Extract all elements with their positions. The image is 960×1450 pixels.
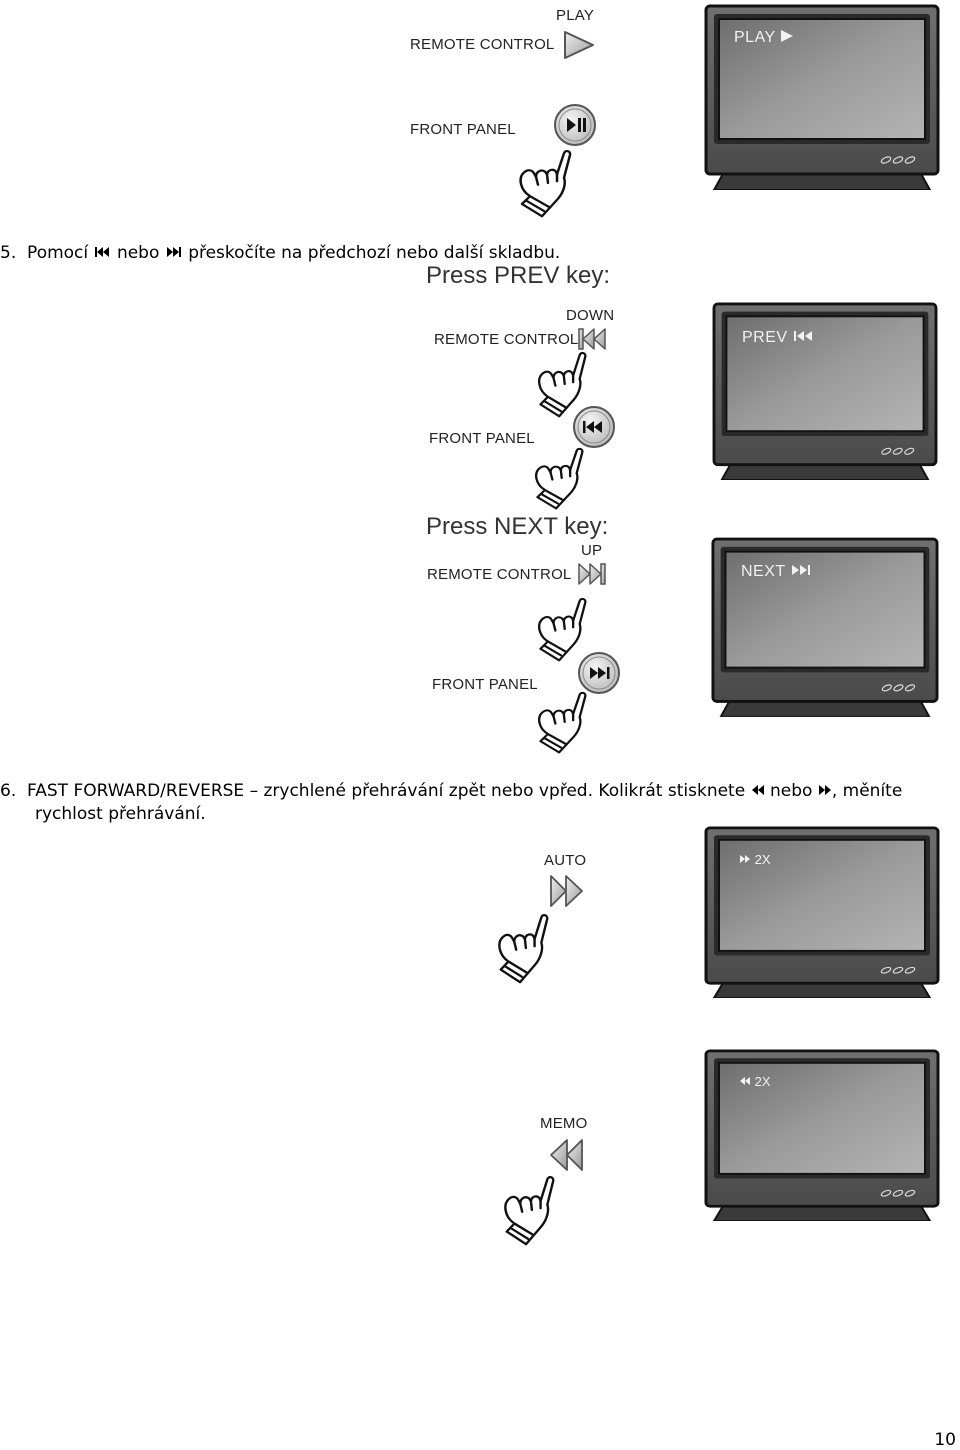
rewind-icon [751, 785, 764, 795]
hand-pointer-icon [533, 690, 589, 754]
auto-key-label: AUTO [544, 852, 587, 869]
step6-text: 6. FAST FORWARD/REVERSE – zrychlené přeh… [0, 780, 902, 826]
tv-play-text: PLAY [734, 29, 794, 47]
next-icon [792, 565, 811, 575]
tv-prev: PREV [712, 302, 938, 480]
rewind-icon[interactable] [548, 1138, 584, 1172]
next-key-label: UP [581, 542, 603, 559]
tv-rew-text: 2X [739, 1074, 771, 1089]
play-front-panel-label: FRONT PANEL [410, 121, 516, 138]
tv-prev-text: PREV [742, 329, 815, 347]
prev-icon[interactable] [572, 405, 616, 449]
prev-icon[interactable] [577, 326, 607, 352]
step6-line2: rychlost přehrávání. [35, 804, 206, 824]
next-remote-control-label: REMOTE CONTROL [427, 566, 572, 583]
tv-next-text: NEXT [741, 563, 812, 581]
step6-line1: 6. FAST FORWARD/REVERSE – zrychlené přeh… [0, 781, 903, 801]
next-heading: Press NEXT key: [426, 513, 609, 540]
tv-fast-forward: 2X [704, 826, 940, 998]
play-icon[interactable] [562, 29, 596, 61]
hand-pointer-icon [514, 148, 574, 218]
fast-forward-icon [818, 785, 831, 795]
rewind-icon [740, 1077, 750, 1085]
next-front-panel-label: FRONT PANEL [432, 676, 538, 693]
prev-front-panel-label: FRONT PANEL [429, 430, 535, 447]
hand-pointer-icon [530, 446, 586, 510]
fast-forward-icon [740, 855, 750, 863]
prev-heading: Press PREV key: [426, 262, 611, 289]
memo-key-label: MEMO [540, 1115, 588, 1132]
prev-key-label: DOWN [566, 307, 615, 324]
tv-play: PLAY [704, 4, 940, 190]
play-remote-control-label: REMOTE CONTROL [410, 36, 555, 53]
play-key-label: PLAY [556, 7, 595, 24]
tv-ff-text: 2X [739, 852, 771, 867]
step5-text: 5. Pomocí nebo přeskočíte na předchozí n… [0, 243, 561, 263]
hand-pointer-icon [499, 1174, 557, 1246]
next-icon[interactable] [577, 561, 607, 587]
page-number: 10 [934, 1430, 956, 1450]
prev-icon [94, 247, 109, 257]
tv-next: NEXT [711, 537, 939, 717]
next-icon [166, 247, 181, 257]
prev-icon [793, 331, 812, 341]
play-icon [781, 30, 794, 42]
hand-pointer-icon [493, 912, 551, 984]
fast-forward-icon[interactable] [549, 874, 585, 908]
tv-rewind: 2X [704, 1049, 940, 1221]
prev-remote-control-label: REMOTE CONTROL [434, 331, 579, 348]
play-pause-icon[interactable] [553, 103, 597, 147]
next-icon[interactable] [577, 651, 621, 695]
